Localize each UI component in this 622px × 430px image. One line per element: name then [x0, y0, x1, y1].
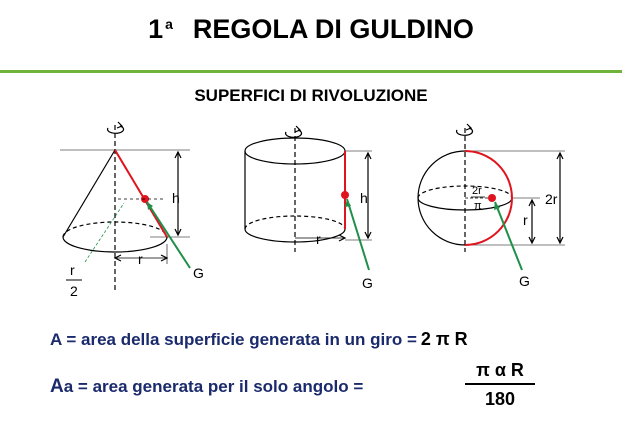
sphere-r-label: r	[523, 212, 528, 228]
sphere-g-label: G	[519, 273, 530, 289]
cone-base-back	[62, 221, 168, 238]
cone-half-r-den: 2	[70, 283, 78, 299]
cylinder-rotation-arrow	[284, 129, 303, 138]
sphere-equator-back	[417, 185, 513, 199]
cone-generatrix	[114, 149, 168, 238]
title-text: REGOLA DI GULDINO	[192, 14, 474, 44]
sphere-centroid	[488, 194, 496, 202]
cone-left-side	[62, 149, 116, 238]
cone-g-pointer	[146, 201, 191, 269]
cone-half-r-pointer	[84, 202, 125, 263]
cone-rotation-arrowhead	[116, 121, 124, 129]
formula2-rest: = area generata per il solo angolo =	[73, 377, 364, 396]
cylinder-g-pointer	[346, 198, 370, 271]
cone-g-label: G	[193, 265, 204, 281]
cylinder-g-label: G	[362, 275, 373, 291]
cylinder-centroid	[341, 191, 349, 199]
cone-rotation-arrow	[106, 125, 125, 134]
sphere-equator-front	[417, 197, 513, 211]
title-ordinal: a	[165, 16, 173, 32]
sphere-left-half	[417, 150, 466, 246]
formula2-denominator: 180	[484, 389, 516, 409]
formula2-a: A	[50, 376, 64, 397]
sphere-g-pointer	[494, 201, 523, 271]
cone-base-front	[62, 236, 168, 253]
formula1-text: A = area della superficie generata in un…	[50, 330, 417, 349]
formula2-fraction: π α R 180	[465, 360, 535, 410]
sphere-generatrix	[464, 150, 513, 246]
cylinder-bottom-front	[244, 228, 346, 243]
formula2-numerator: π α R	[465, 360, 535, 385]
cone-r-label: r	[138, 251, 143, 267]
cylinder-bottom-back	[244, 215, 346, 230]
cylinder-r-label: r	[316, 231, 321, 247]
cone-h-label: h	[172, 190, 180, 206]
cylinder-figure	[244, 125, 372, 252]
cylinder-h-label: h	[360, 190, 368, 206]
sphere-rotation-arrow	[455, 127, 474, 136]
cone-half-r-num: r	[70, 262, 75, 278]
sphere-2r-label: 2r	[545, 191, 558, 207]
formula-full-turn: A = area della superficie generata in un…	[50, 329, 468, 350]
formula-angle: Aa = area generata per il solo angolo =	[50, 376, 363, 398]
subtitle: SUPERFICI DI RIVOLUZIONE	[194, 86, 428, 105]
sphere-figure	[417, 123, 565, 252]
formula1-rhs: 2 π R	[420, 329, 468, 349]
sphere-inner-num: 2r	[472, 185, 482, 197]
title-divider	[0, 70, 622, 73]
sphere-inner-den: π	[474, 200, 482, 212]
cone-figure	[60, 121, 190, 290]
title-number: 1	[148, 14, 164, 44]
formula2-a-sub: a	[63, 377, 74, 396]
